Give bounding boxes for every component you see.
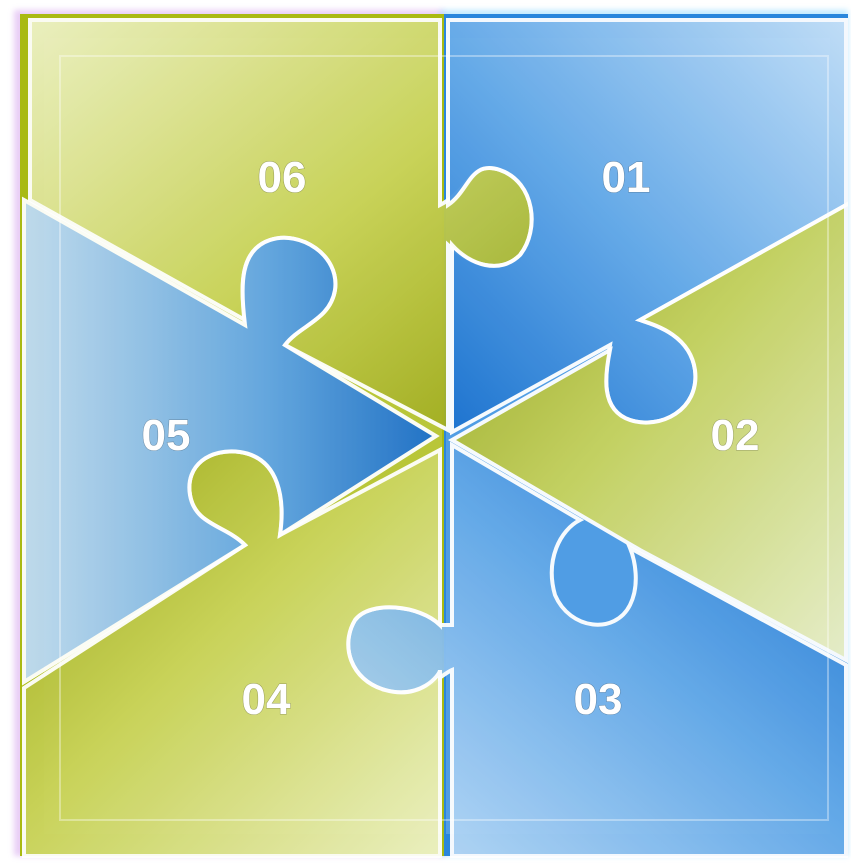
piece-label-05: 05 — [142, 411, 191, 460]
piece-label-02: 02 — [711, 411, 760, 460]
piece-label-03: 03 — [574, 675, 623, 724]
piece-label-04: 04 — [242, 675, 291, 724]
piece-label-01: 01 — [602, 153, 651, 202]
piece-label-06: 06 — [258, 153, 307, 202]
